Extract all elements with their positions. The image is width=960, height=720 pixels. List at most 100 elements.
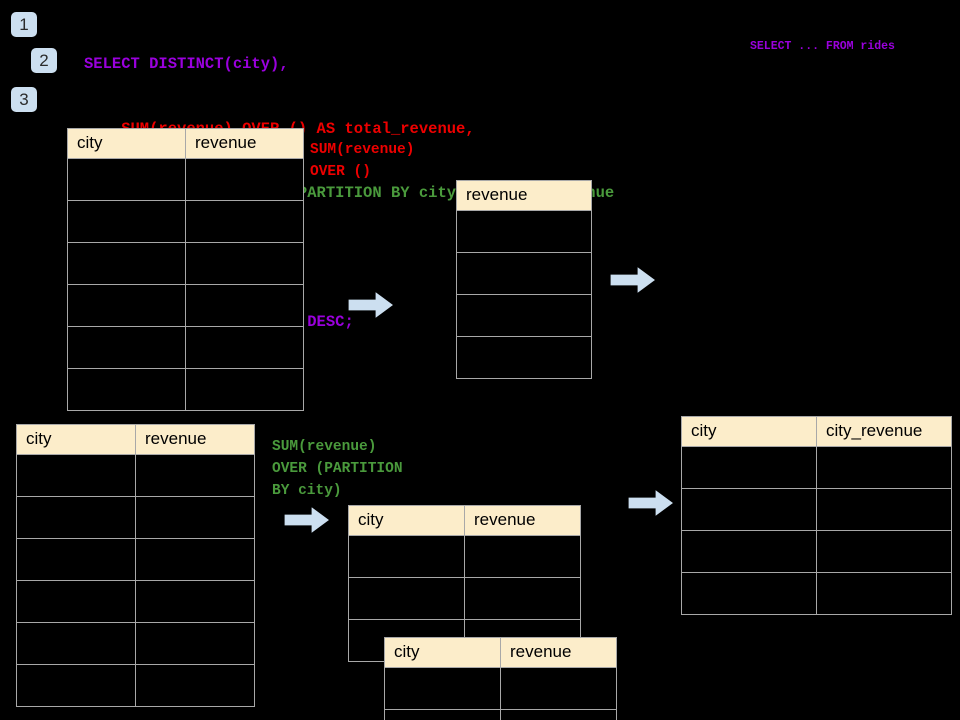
table-row	[681, 446, 952, 489]
table-body	[67, 158, 304, 411]
table-row	[348, 535, 581, 578]
table-header-row: city revenue	[384, 637, 617, 668]
table-cell	[816, 488, 952, 531]
table-row	[348, 577, 581, 620]
table-cell	[185, 242, 304, 285]
column-header-city: city	[681, 416, 817, 447]
table-cell	[135, 580, 255, 623]
table-cell	[456, 210, 592, 253]
annotation-total-revenue: SUM(revenue) OVER ()	[310, 142, 415, 180]
table-row	[67, 200, 304, 243]
table-cell	[16, 622, 136, 665]
annotation-city-revenue: SUM(revenue) OVER (PARTITION BY city)	[272, 439, 403, 499]
table-cell	[384, 709, 501, 720]
table-body	[384, 667, 617, 720]
table-cell	[185, 326, 304, 369]
table-cell	[135, 454, 255, 497]
rides-source-table-bottom: city revenue	[16, 424, 255, 707]
table-row	[384, 709, 617, 720]
column-header-revenue: revenue	[456, 180, 592, 211]
table-cell	[67, 158, 186, 201]
table-cell	[16, 580, 136, 623]
column-header-city: city	[16, 424, 136, 455]
table-cell	[135, 664, 255, 707]
column-header-revenue: revenue	[500, 637, 617, 668]
table-cell	[456, 252, 592, 295]
table-row	[16, 454, 255, 497]
column-header-city: city	[67, 128, 186, 159]
arrow-partition-to-result	[627, 488, 675, 518]
table-row	[67, 284, 304, 327]
table-row	[67, 242, 304, 285]
step-badge-1: 1	[11, 12, 37, 37]
table-row	[456, 252, 592, 295]
table-cell	[16, 664, 136, 707]
table-cell	[16, 538, 136, 581]
table-cell	[348, 535, 465, 578]
table-cell	[185, 200, 304, 243]
column-header-city-revenue: city_revenue	[816, 416, 952, 447]
table-cell	[185, 158, 304, 201]
column-header-revenue: revenue	[185, 128, 304, 159]
table-header-row: city revenue	[16, 424, 255, 455]
table-cell	[67, 242, 186, 285]
table-row	[456, 294, 592, 337]
table-cell	[681, 488, 817, 531]
table-row	[67, 158, 304, 201]
table-row	[456, 336, 592, 379]
column-header-revenue: revenue	[464, 505, 581, 536]
arrow-shape	[627, 488, 675, 518]
table-row	[16, 496, 255, 539]
arrow-total-to-result	[609, 265, 657, 295]
partition-table-a: city revenue	[348, 505, 581, 662]
result-table: city city_revenue	[681, 416, 952, 615]
table-row	[67, 326, 304, 369]
table-cell	[500, 709, 617, 720]
arrow-source-to-partition	[283, 505, 331, 535]
table-cell	[135, 496, 255, 539]
table-row	[67, 368, 304, 411]
column-header-revenue: revenue	[135, 424, 255, 455]
table-cell	[67, 284, 186, 327]
table-cell	[16, 496, 136, 539]
table-row	[16, 622, 255, 665]
arrow-source-to-total	[347, 290, 395, 320]
table-cell	[816, 446, 952, 489]
table-cell	[816, 530, 952, 573]
table-cell	[464, 535, 581, 578]
table-body	[16, 454, 255, 707]
table-cell	[185, 368, 304, 411]
sql-side-note: SELECT ... FROM rides	[750, 40, 895, 53]
table-row	[456, 210, 592, 253]
column-header-city: city	[384, 637, 501, 668]
table-body	[681, 446, 952, 615]
table-cell	[456, 294, 592, 337]
arrow-shape	[283, 505, 331, 535]
table-header-row: city revenue	[348, 505, 581, 536]
table-body	[456, 210, 592, 379]
arrow-shape	[347, 290, 395, 320]
column-header-city: city	[348, 505, 465, 536]
rides-source-table-top: city revenue	[67, 128, 304, 411]
table-header-row: revenue	[456, 180, 592, 211]
table-row	[16, 538, 255, 581]
table-cell	[681, 572, 817, 615]
table-cell	[348, 577, 465, 620]
table-cell	[456, 336, 592, 379]
table-header-row: city revenue	[67, 128, 304, 159]
table-row	[384, 667, 617, 710]
partition-table-b: city revenue	[384, 637, 617, 720]
table-cell	[384, 667, 501, 710]
table-cell	[681, 446, 817, 489]
total-revenue-table: revenue	[456, 180, 592, 379]
table-cell	[464, 577, 581, 620]
sql-line-1: SELECT DISTINCT(city),	[84, 55, 289, 73]
table-row	[681, 572, 952, 615]
step-badge-2: 2	[31, 48, 57, 73]
table-row	[681, 530, 952, 573]
table-row	[16, 580, 255, 623]
table-row	[681, 488, 952, 531]
step-badge-3: 3	[11, 87, 37, 112]
table-cell	[681, 530, 817, 573]
